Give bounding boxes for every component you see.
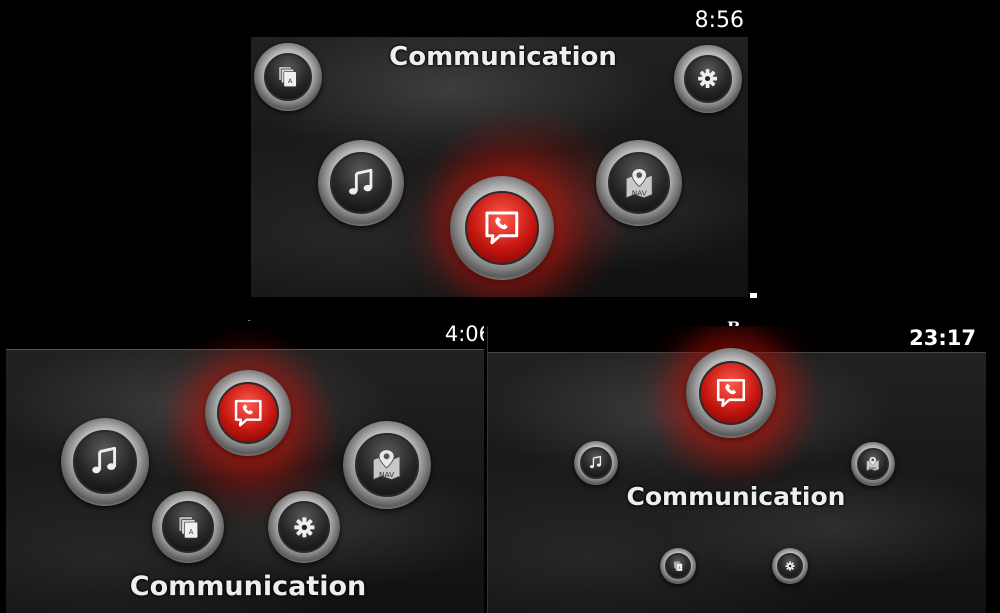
apps-icon-text: A xyxy=(288,78,293,85)
communication-button[interactable] xyxy=(205,370,291,456)
music-note-icon xyxy=(88,445,121,478)
clock: 8:56 xyxy=(694,8,744,33)
corner-marker xyxy=(750,293,757,298)
settings-button[interactable] xyxy=(674,45,742,113)
screen-b: 23:17 NAV Communication A xyxy=(487,326,986,613)
nav-map-icon: NAV xyxy=(865,456,880,471)
communication-button[interactable] xyxy=(450,176,554,280)
navigation-button[interactable]: NAV xyxy=(851,442,895,486)
apps-icon: A xyxy=(672,560,684,572)
screen-top: 8:56 Communication A NAV xyxy=(251,0,748,297)
page-title: Communication xyxy=(389,42,617,72)
apps-icon: A xyxy=(275,64,300,89)
music-button[interactable] xyxy=(574,441,618,485)
settings-button[interactable] xyxy=(268,491,340,563)
apps-icon-text: A xyxy=(678,566,681,570)
navigation-button[interactable]: NAV xyxy=(596,140,682,226)
settings-button[interactable] xyxy=(772,548,808,584)
screen-a: 4:06 NAV A Communication xyxy=(6,321,484,613)
phone-message-icon xyxy=(714,376,748,410)
clock: 4:06 xyxy=(444,322,484,346)
music-button[interactable] xyxy=(318,140,404,226)
apps-icon-text: A xyxy=(188,528,193,536)
phone-message-icon xyxy=(232,397,264,429)
page-title: Communication xyxy=(129,571,367,602)
nav-icon-text: NAV xyxy=(632,188,647,197)
apps-button[interactable]: A xyxy=(152,491,224,563)
gear-icon xyxy=(784,560,796,572)
page-title: Communication xyxy=(626,482,846,511)
music-button[interactable] xyxy=(61,418,149,506)
gear-icon xyxy=(291,514,318,541)
apps-button[interactable]: A xyxy=(254,43,322,111)
communication-button[interactable] xyxy=(686,348,776,438)
nav-icon-text: NAV xyxy=(379,471,395,480)
gear-icon xyxy=(695,66,720,91)
music-note-icon xyxy=(588,455,603,470)
apps-button[interactable]: A xyxy=(660,548,696,584)
nav-map-icon: NAV xyxy=(370,448,403,481)
clock: 23:17 xyxy=(909,326,976,350)
phone-message-icon xyxy=(482,208,522,248)
apps-icon: A xyxy=(175,514,202,541)
status-bar: 8:56 xyxy=(251,0,748,37)
music-note-icon xyxy=(345,167,377,199)
nav-icon-text: NAV xyxy=(869,467,877,471)
navigation-button[interactable]: NAV xyxy=(343,421,431,509)
nav-map-icon: NAV xyxy=(623,167,655,199)
